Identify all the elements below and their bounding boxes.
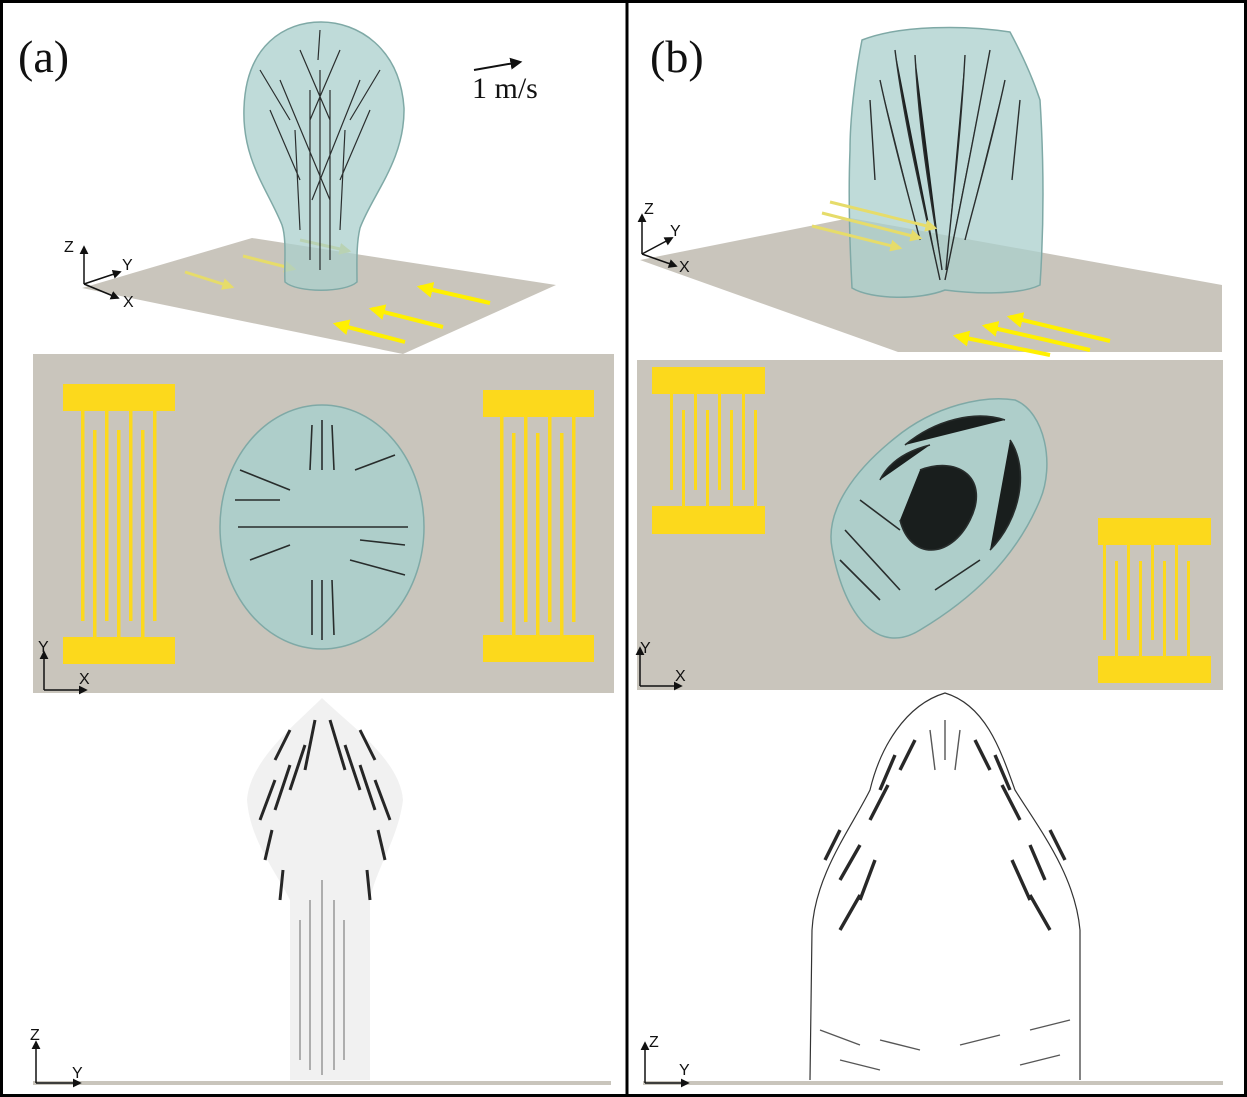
axes-triad-top-b (635, 646, 683, 691)
electrode-b-right (1098, 518, 1211, 683)
velocity-vectors-top-b (839, 415, 1022, 601)
velocity-arrows-side (258, 719, 392, 901)
velocity-vectors (259, 29, 381, 270)
panel-a-3d-view: Z Y X (64, 21, 556, 354)
axes-triad-side-b (640, 1041, 690, 1088)
axis-label-x: X (123, 294, 134, 311)
axis-label-y-side: Y (72, 1065, 83, 1082)
axes-triad-3d-a (79, 245, 122, 300)
axis-label-z: Z (64, 239, 74, 256)
droplet-outline-side-b (809, 692, 1081, 1081)
wave-arrows-b (952, 312, 1111, 357)
velocity-field-side (247, 698, 403, 1080)
panel-label-b: (b) (650, 31, 704, 82)
axis-label-z-b: Z (644, 201, 654, 218)
panel-a: Z Y X (30, 21, 614, 1088)
scale-bar-label: 1 m/s (472, 72, 538, 105)
wave-arrows (332, 282, 491, 344)
axes-triad-3d-b (637, 213, 678, 268)
scale-arrow (473, 57, 523, 71)
panel-a-side-view: Z Y (30, 698, 611, 1088)
axis-label-z-side: Z (30, 1027, 40, 1044)
axis-label-y-side-b: Y (679, 1062, 690, 1079)
axis-label-y: Y (122, 257, 133, 274)
panel-b-side-view: Z Y (640, 692, 1223, 1088)
axis-label-x-b: X (679, 259, 690, 276)
panel-b: Z Y X (635, 26, 1223, 1088)
velocity-arrows-side-fine (299, 880, 345, 1075)
droplet-side-b (848, 26, 1044, 298)
panel-b-3d-view: Z Y X (637, 26, 1222, 357)
panel-a-top-view: Y X (33, 354, 614, 695)
panel-b-top-view: Y X (635, 360, 1223, 691)
velocity-vectors-b (869, 49, 1021, 281)
axis-label-x-top-b: X (675, 668, 686, 685)
axes-triad-side-a (31, 1040, 82, 1088)
electrode-right (483, 390, 594, 662)
velocity-arrows-side-b (823, 739, 1067, 931)
velocity-vectors-top (235, 420, 408, 640)
panel-label-a: (a) (18, 31, 70, 82)
electrode-left (63, 384, 175, 664)
substrate-line (33, 1081, 611, 1085)
axis-label-x-top: X (79, 671, 90, 688)
axis-label-y-top: Y (38, 639, 49, 656)
axes-triad-top-a (39, 650, 88, 695)
axis-label-z-side-b: Z (649, 1034, 659, 1051)
axis-label-y-b: Y (670, 223, 681, 240)
wave-arrows-b-faded (811, 200, 938, 252)
axis-label-y-top-b: Y (640, 640, 651, 657)
velocity-arrows-side-b-fine (819, 720, 1071, 1071)
substrate-line-b (643, 1081, 1223, 1085)
electrode-b-left (652, 367, 765, 534)
